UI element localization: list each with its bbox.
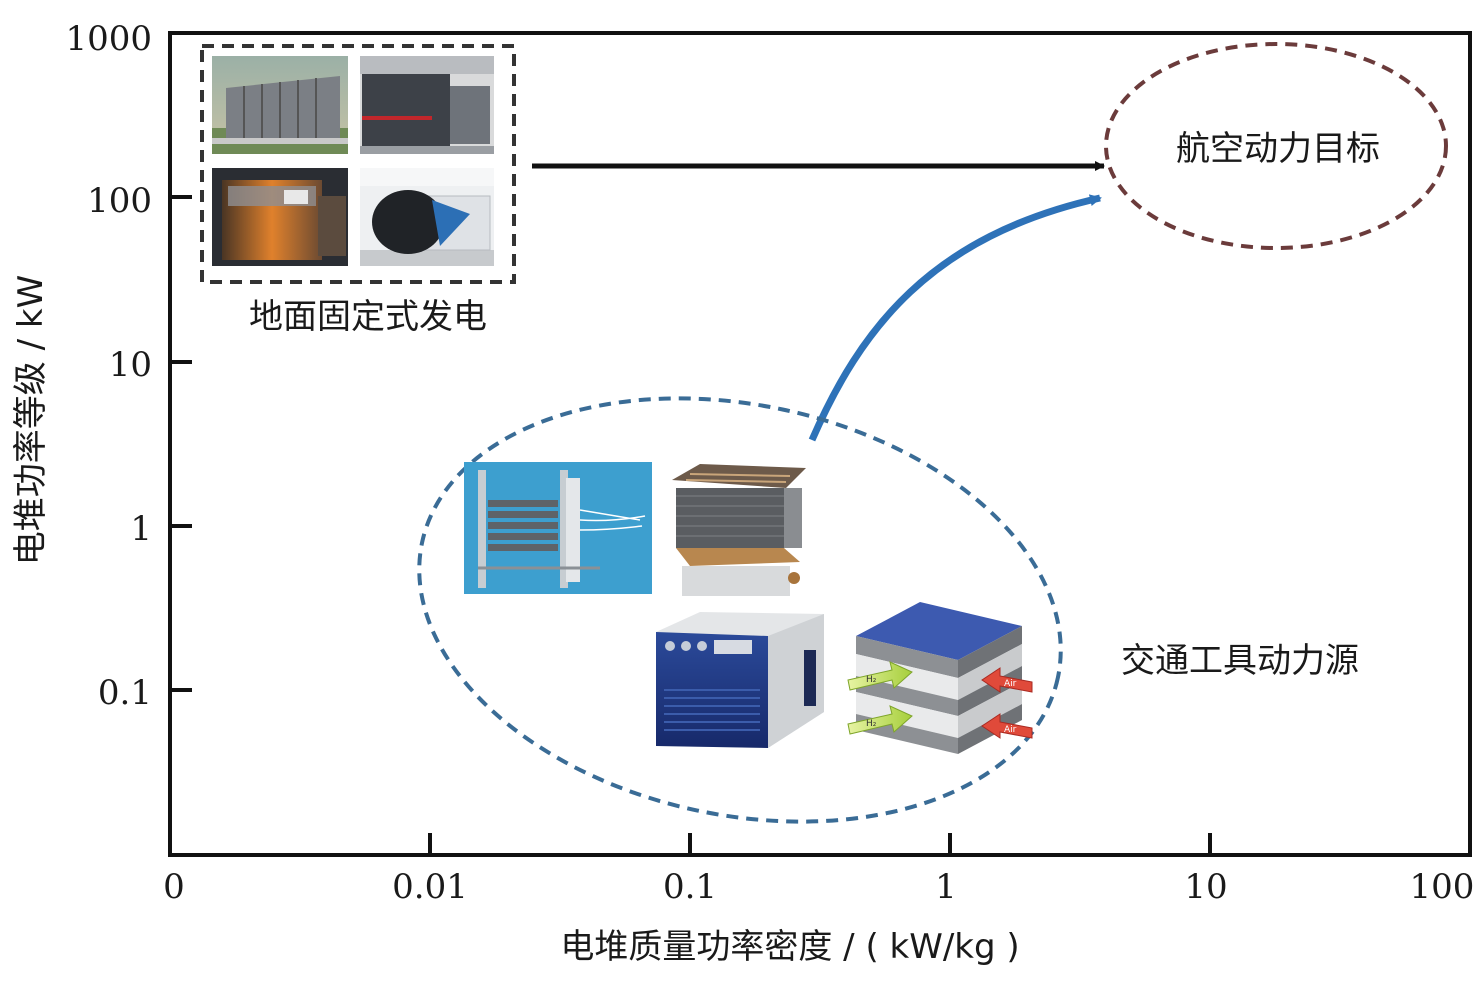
blue-curved-arrow — [808, 194, 1102, 442]
air-arrow-2-label: Air — [1004, 725, 1017, 735]
plot-frame — [168, 31, 1472, 857]
y-ticks — [170, 195, 192, 692]
air-arrow-1: Air — [981, 667, 1033, 693]
air-arrow-1-label: Air — [1004, 679, 1017, 689]
x-tick-label-10: 10 — [1184, 867, 1227, 907]
ground-photo-indoor-cabinets — [360, 56, 494, 154]
x-ticks — [428, 833, 1212, 855]
x-tick-label-0.01: 0.01 — [392, 867, 468, 907]
ground-power-group: 地面固定式发电 — [200, 44, 516, 337]
ground-dashed-box — [200, 44, 516, 284]
air-arrow-2: Air — [981, 713, 1033, 739]
hydrogen-arrow-2-label: H₂ — [866, 719, 877, 729]
x-tick-label-100: 100 — [1410, 867, 1475, 907]
y-tick-label-0.1: 0.1 — [98, 673, 152, 713]
y-tick-label-1000: 1000 — [65, 19, 152, 59]
y-axis-label: 电堆功率等级 / kW — [11, 275, 51, 565]
vehicle-photo-tubular-stack — [464, 462, 652, 594]
vehicle-cell-schematic: H₂ H₂ Air Air — [847, 602, 1033, 754]
vehicle-power-group: H₂ H₂ Air Air 交通工具动力源 — [417, 396, 1359, 824]
hydrogen-arrow-1-label: H₂ — [866, 675, 877, 685]
y-tick-label-100: 100 — [87, 181, 152, 221]
y-tick-label-1: 1 — [130, 509, 152, 549]
ground-group-label: 地面固定式发电 — [249, 297, 487, 337]
x-axis-label: 电堆质量功率密度 / ( kW/kg ) — [560, 927, 1019, 967]
ground-photo-outdoor-units — [212, 56, 348, 154]
vehicle-dashed-ellipse — [417, 396, 1063, 824]
vehicle-photo-plate-stack — [662, 458, 812, 606]
ground-photo-generator — [212, 168, 348, 266]
vehicle-photo-power-module — [656, 612, 824, 748]
hydrogen-arrow-2: H₂ — [847, 705, 913, 735]
aviation-dashed-ellipse — [1104, 42, 1448, 250]
aviation-target-group: 航空动力目标 — [1104, 42, 1448, 250]
ground-photo-power-module — [360, 168, 494, 266]
x-tick-label-1: 1 — [935, 867, 957, 907]
aviation-group-label: 航空动力目标 — [1176, 129, 1380, 169]
hydrogen-arrow-1: H₂ — [847, 661, 913, 691]
x-tick-label-0.1: 0.1 — [663, 867, 717, 907]
vehicle-group-label: 交通工具动力源 — [1121, 641, 1359, 681]
y-tick-label-10: 10 — [109, 345, 152, 385]
x-tick-label-0: 0 — [163, 867, 185, 907]
